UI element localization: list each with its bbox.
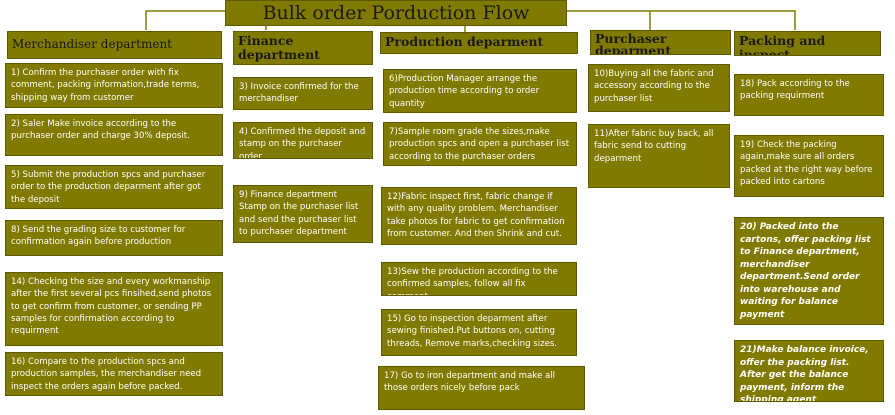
step-9: 9) Finance department Stamp on the purch…	[233, 185, 373, 243]
step-20: 20) Packed into the cartons, offer packi…	[734, 217, 884, 325]
step-1: 1) Confirm the purchaser order with fix …	[5, 63, 223, 108]
step-6: 6)Production Manager arrange the product…	[383, 69, 577, 113]
step-14: 14) Checking the size and every workmans…	[5, 272, 223, 346]
step-13: 13)Sew the production according to the c…	[381, 262, 577, 296]
step-4: 4) Confirmed the deposit and stamp on th…	[233, 122, 373, 159]
header-purchaser: Purchaser deparment	[590, 30, 731, 55]
step-8: 8) Send the grading size to customer for…	[5, 220, 223, 256]
header-merchandiser: Merchandiser department	[7, 31, 222, 59]
step-17: 17) Go to iron department and make all t…	[378, 366, 585, 410]
header-packing: Packing and inspect	[734, 31, 881, 56]
step-15: 15) Go to inspection deparment after sew…	[381, 309, 577, 356]
step-12: 12)Fabric inspect first, fabric change i…	[381, 187, 577, 245]
step-7: 7)Sample room grade the sizes,make produ…	[383, 122, 577, 166]
step-10: 10)Buying all the fabric and accessory a…	[588, 64, 730, 112]
connector-left	[145, 10, 225, 30]
header-finance: Finance department	[233, 31, 373, 65]
header-production: Production deparment	[380, 32, 578, 54]
step-21: 21)Make balance invoice, offer the packi…	[734, 340, 884, 402]
step-2: 2) Saler Make invoice according to the p…	[5, 114, 223, 156]
connector-right	[567, 10, 796, 30]
step-16: 16) Compare to the production spcs and p…	[5, 352, 223, 396]
step-19: 19) Check the packing again,make sure al…	[734, 135, 884, 197]
flow-title: Bulk order Porduction Flow	[225, 0, 567, 26]
step-11: 11)After fabric buy back, all fabric sen…	[588, 124, 730, 188]
step-5: 5) Submit the production spcs and purcha…	[5, 165, 223, 209]
step-3: 3) Invoice confirmed for the merchandise…	[233, 77, 373, 110]
step-18: 18) Pack according to the packing requir…	[734, 74, 884, 116]
